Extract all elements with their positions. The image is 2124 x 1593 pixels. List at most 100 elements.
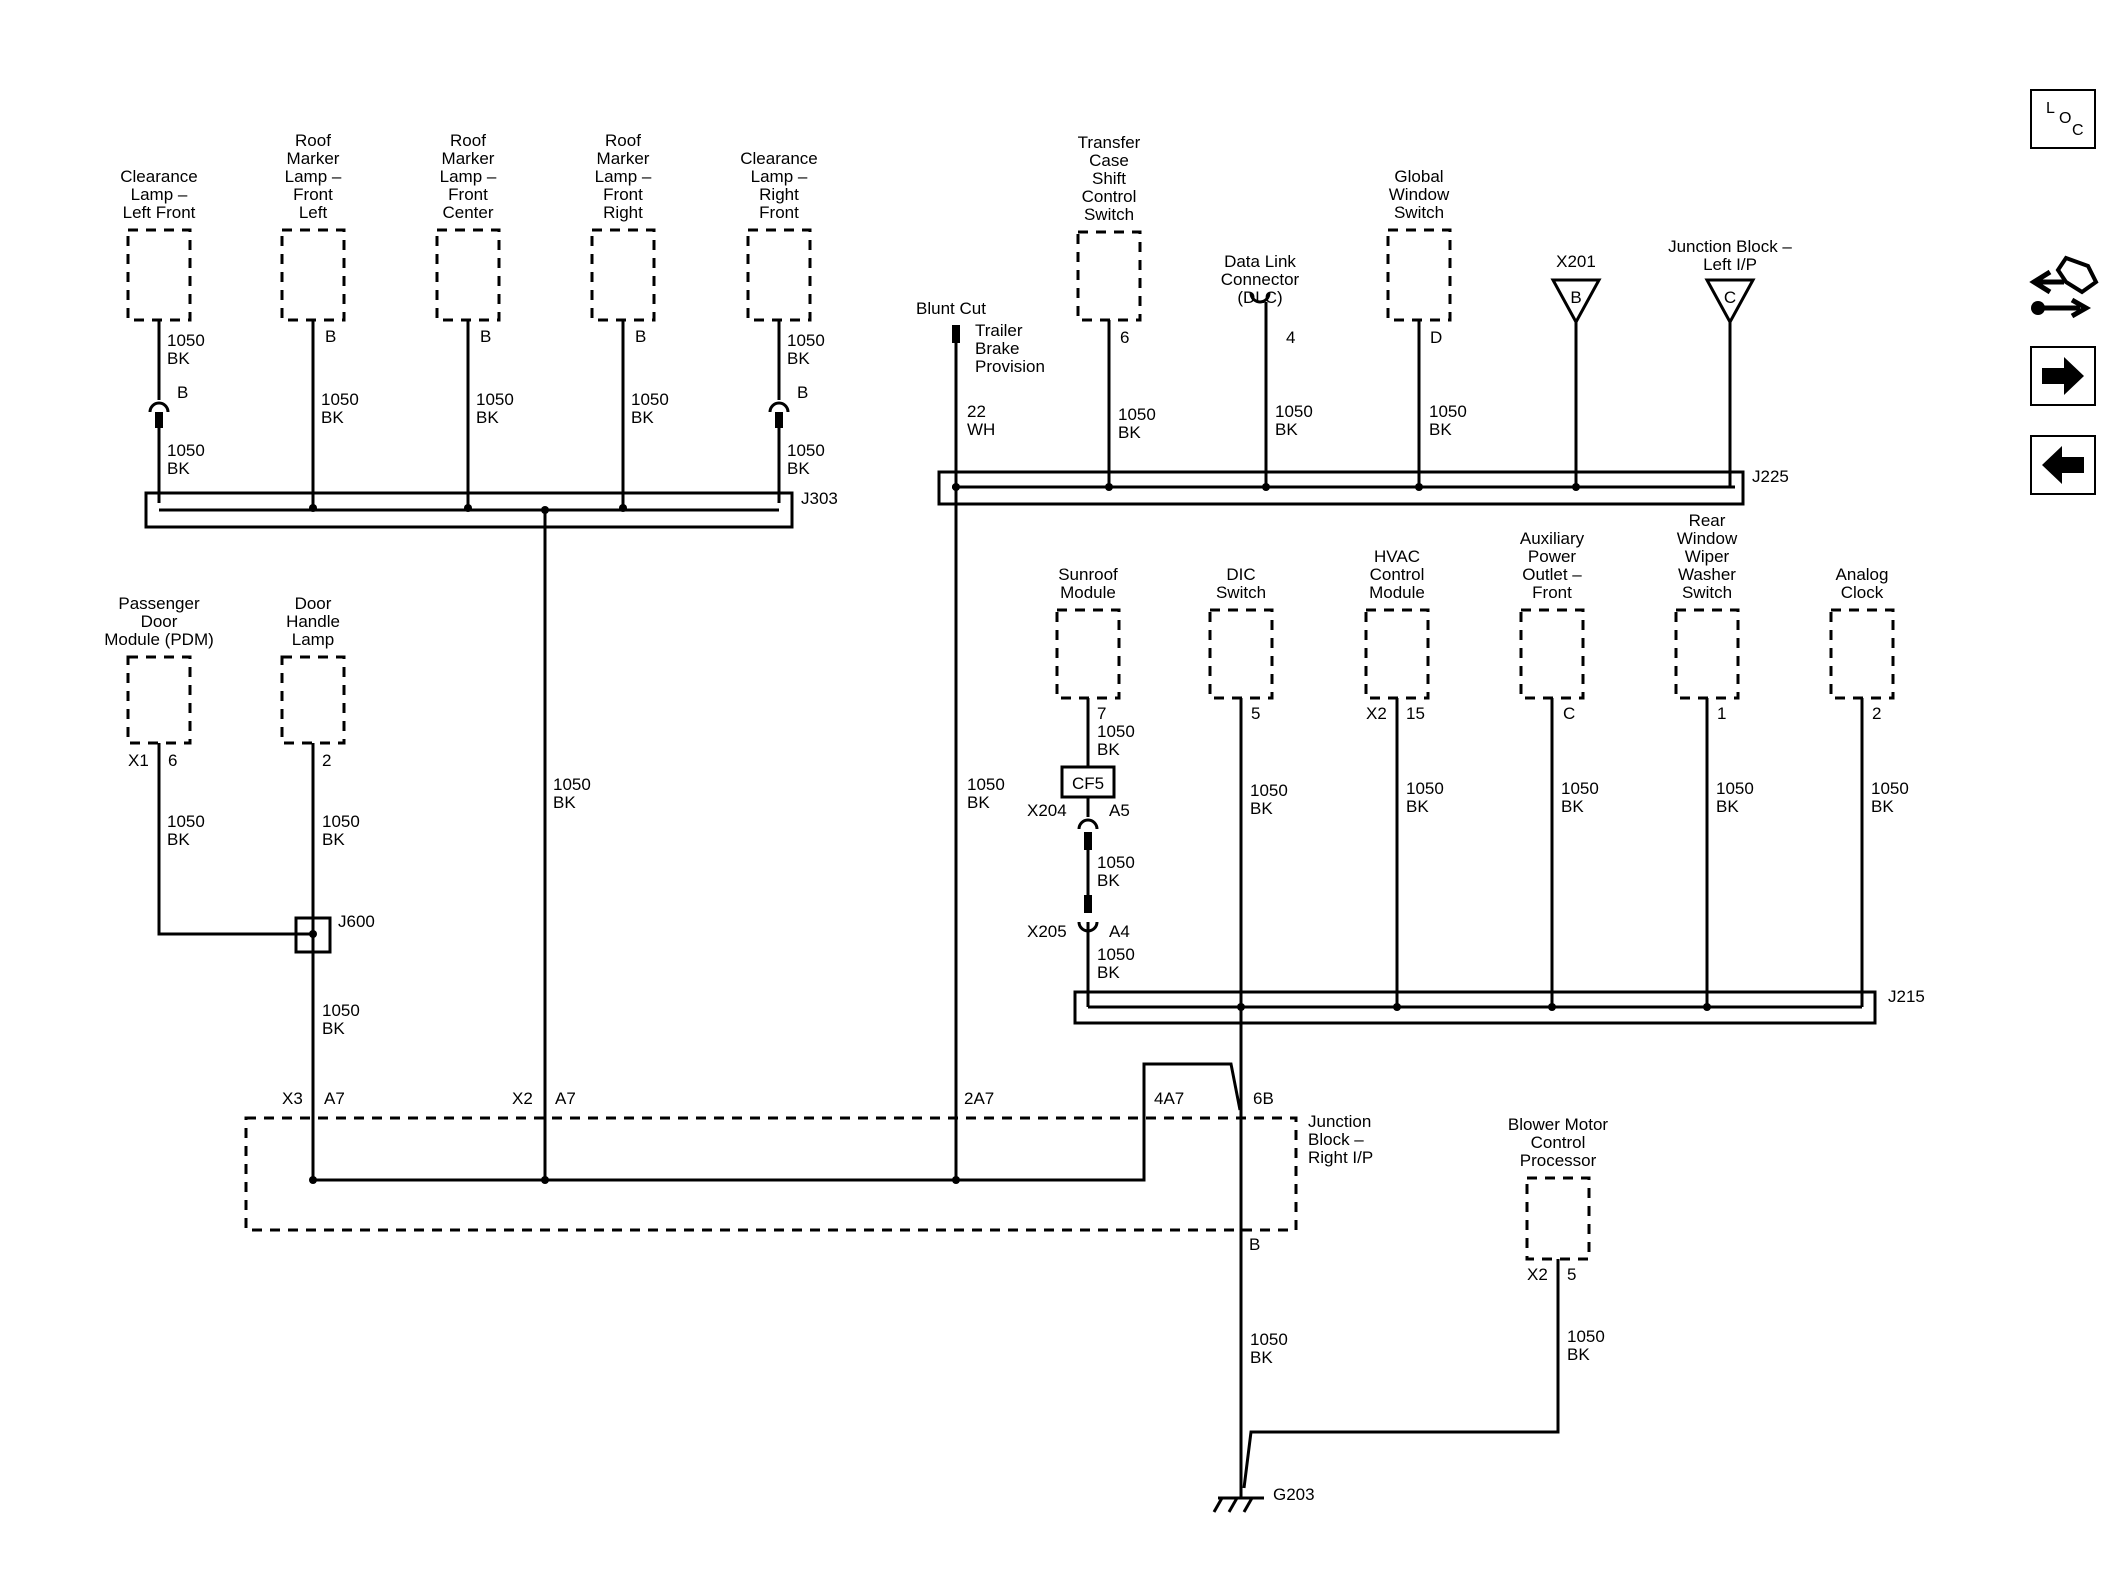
jb-dot-1 (309, 1176, 317, 1184)
sunroof-wire-label-1-line: BK (1097, 740, 1120, 759)
jb-dot-2 (541, 1176, 549, 1184)
auxiliary-power-outlet-box (1519, 608, 1585, 700)
dlc-label-line: (DLC) (1237, 288, 1282, 307)
j600-splice (294, 916, 332, 954)
analog-clock-label-line: Analog (1836, 565, 1889, 584)
j600-dot (309, 930, 317, 938)
rear-wiper-pin-label: 1 (1717, 704, 1726, 723)
clearance-lf-wire-label-upper-line: BK (167, 349, 190, 368)
blower-wire-label-line: 1050 (1567, 1327, 1605, 1346)
roof-fc-wire-label-line: BK (476, 408, 499, 427)
jb-a7-pin-label-2: A7 (555, 1089, 576, 1108)
j600-label: J600 (338, 912, 375, 931)
roof-lf-wire-label-line: 1050 (321, 390, 359, 409)
global-window-wire-label-line: BK (1429, 420, 1452, 439)
roof-marker-front-left-label-line: Marker (287, 149, 340, 168)
dic-switch-box (1208, 608, 1274, 700)
roof-marker-front-right-label-line: Right (603, 203, 643, 222)
location-view-button[interactable]: L O C (2030, 89, 2096, 149)
clearance-lf-wire-label-lower-line: BK (167, 459, 190, 478)
trailer-brake-wire-label-line: 22 (967, 402, 986, 421)
clearance-lf-connector (148, 401, 170, 413)
sunroof-module-box (1055, 608, 1121, 700)
blower-wire-label-line: BK (1567, 1345, 1590, 1364)
component-locator-button[interactable] (2028, 252, 2100, 332)
clearance-rf-wire-label-lower-line: 1050 (787, 441, 825, 460)
roof-marker-front-right-label-line: Roof (605, 131, 641, 150)
jb-2a7-pin-label: 2A7 (964, 1089, 994, 1108)
trailer-brake-wire-label-line: WH (967, 420, 995, 439)
dlc-connector (1249, 292, 1271, 304)
j225-dot-0 (1105, 483, 1113, 491)
transfer-case-switch-label-line: Case (1089, 151, 1129, 170)
hvac-wire-label-line: BK (1406, 797, 1429, 816)
j303-output-wire-label-line: 1050 (553, 775, 591, 794)
x201-connector (1550, 278, 1602, 326)
sunroof-wire-label-2-line: BK (1097, 871, 1120, 890)
global-window-switch-label-line: Global (1394, 167, 1443, 186)
door-handle-wire-label-line: 1050 (322, 812, 360, 831)
transfer-case-switch-box (1076, 230, 1142, 322)
j225-output-wire-label-line: 1050 (967, 775, 1005, 794)
rear-wiper-wire-label-line: BK (1716, 797, 1739, 816)
clearance-lf-wire-label-upper-line: 1050 (167, 331, 205, 350)
door-handle-lamp-label-line: Door (295, 594, 332, 613)
clearance-lamp-right-front-label-line: Front (759, 203, 799, 222)
passenger-door-module-label-line: Module (PDM) (104, 630, 214, 649)
junction-block-left-label: Junction Block –Left I/P (1668, 237, 1792, 274)
rear-wiper-switch-label-line: Washer (1678, 565, 1736, 584)
global-window-switch-label-line: Window (1389, 185, 1450, 204)
x205-label: X205 (1027, 922, 1067, 941)
hvac-control-module-label-line: Control (1370, 565, 1425, 584)
global-window-switch-box (1386, 228, 1452, 322)
next-page-button[interactable] (2030, 346, 2096, 406)
j215-splice-pack (1073, 990, 1877, 1025)
passenger-door-module-label-line: Passenger (118, 594, 200, 613)
cf5-label: CF5 (1072, 774, 1104, 793)
pdm-wire (157, 743, 313, 936)
roof-marker-front-center-label-line: Marker (442, 149, 495, 168)
hvac-control-module-label-line: Module (1369, 583, 1425, 602)
x205-pin-label: A4 (1109, 922, 1130, 941)
clearance-rf-wire-label-lower-line: BK (787, 459, 810, 478)
blower-motor-control-processor-label-line: Processor (1520, 1151, 1597, 1170)
pdm-wire-label-line: BK (167, 830, 190, 849)
roof-marker-front-right-label-line: Marker (597, 149, 650, 168)
blower-motor-control-processor-box (1525, 1176, 1591, 1261)
j215-dot-3 (1703, 1003, 1711, 1011)
j600-output-wire-label-line: BK (322, 1019, 345, 1038)
junction-block-right-label-line: Right I/P (1308, 1148, 1373, 1167)
pdm-pin-label: 6 (168, 751, 177, 770)
clearance-lf-wire-label-lower-line: 1050 (167, 441, 205, 460)
clearance-rf-connector-pin-label: B (797, 383, 808, 402)
arrow-right-icon (2042, 357, 2084, 395)
aux-wire-label-line: 1050 (1561, 779, 1599, 798)
auxiliary-power-outlet-label-line: Front (1532, 583, 1572, 602)
analog-clock-wire-label-line: BK (1871, 797, 1894, 816)
junction-block-right-label-line: Block – (1308, 1130, 1364, 1149)
j303-splice-pack (144, 491, 794, 529)
trailer-brake-label-line: Trailer (975, 321, 1023, 340)
roof-lf-wire-label-line: BK (321, 408, 344, 427)
trailer-brake-label-line: Brake (975, 339, 1019, 358)
blunt-cut-label-line: Blunt Cut (916, 299, 986, 318)
previous-page-button[interactable] (2030, 435, 2096, 495)
roof-marker-front-center-box (435, 228, 501, 322)
